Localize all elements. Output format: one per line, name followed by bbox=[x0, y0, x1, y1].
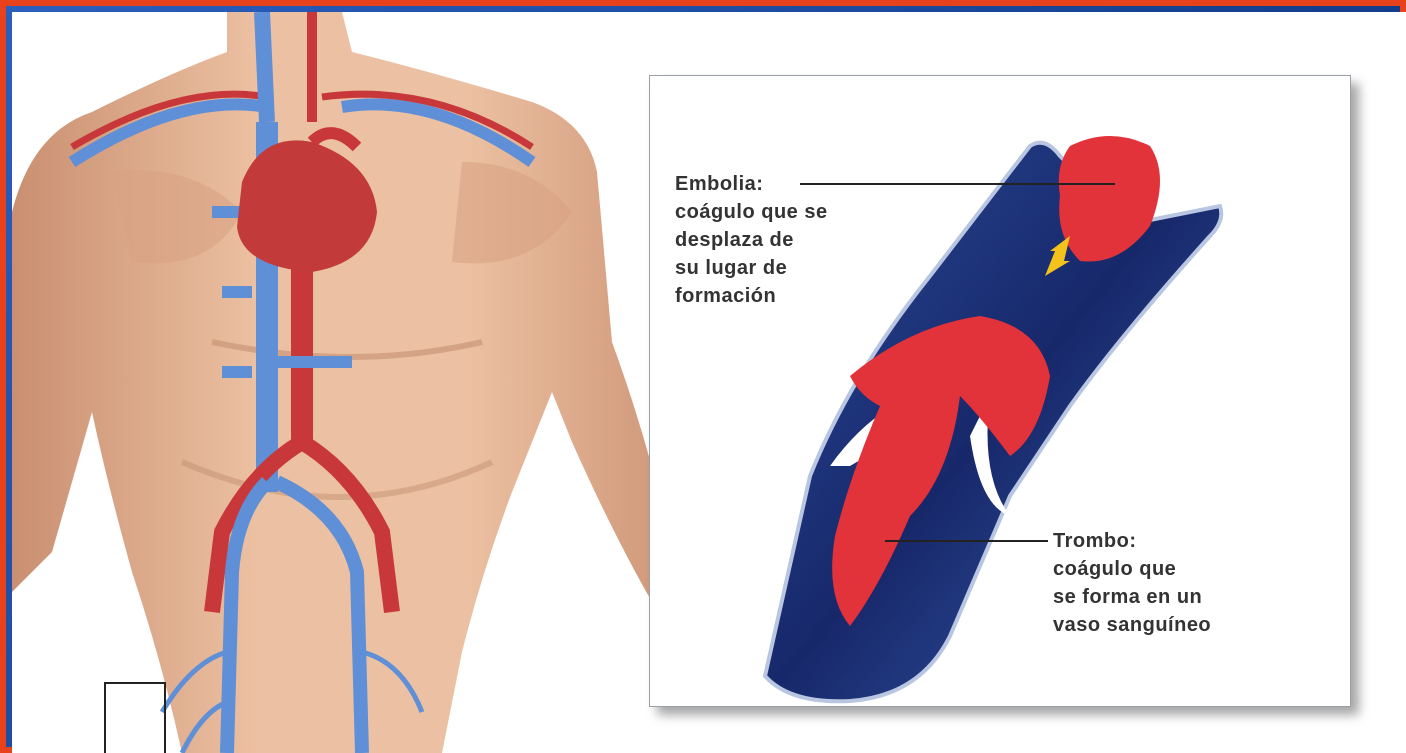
embolia-line-5: formación bbox=[675, 282, 828, 310]
embolia-line-3: desplaza de bbox=[675, 226, 828, 254]
illustration-stage: Embolia: coágulo que se desplaza de su l… bbox=[12, 12, 1406, 753]
trombo-line-1: Trombo: bbox=[1053, 527, 1211, 555]
trombo-line-3: se forma en un bbox=[1053, 583, 1211, 611]
vessel-closeup-panel: Embolia: coágulo que se desplaza de su l… bbox=[649, 75, 1351, 707]
inset-marker-box bbox=[104, 682, 166, 753]
torso-anatomy-illustration bbox=[12, 12, 712, 753]
trombo-line-4: vaso sanguíneo bbox=[1053, 611, 1211, 639]
embolia-line-1: Embolia: bbox=[675, 170, 828, 198]
embolia-line-2: coágulo que se bbox=[675, 198, 828, 226]
embolia-callout: Embolia: coágulo que se desplaza de su l… bbox=[675, 170, 828, 310]
trombo-line-2: coágulo que bbox=[1053, 555, 1211, 583]
trombo-callout: Trombo: coágulo que se forma en un vaso … bbox=[1053, 527, 1211, 639]
embolia-line-4: su lugar de bbox=[675, 254, 828, 282]
